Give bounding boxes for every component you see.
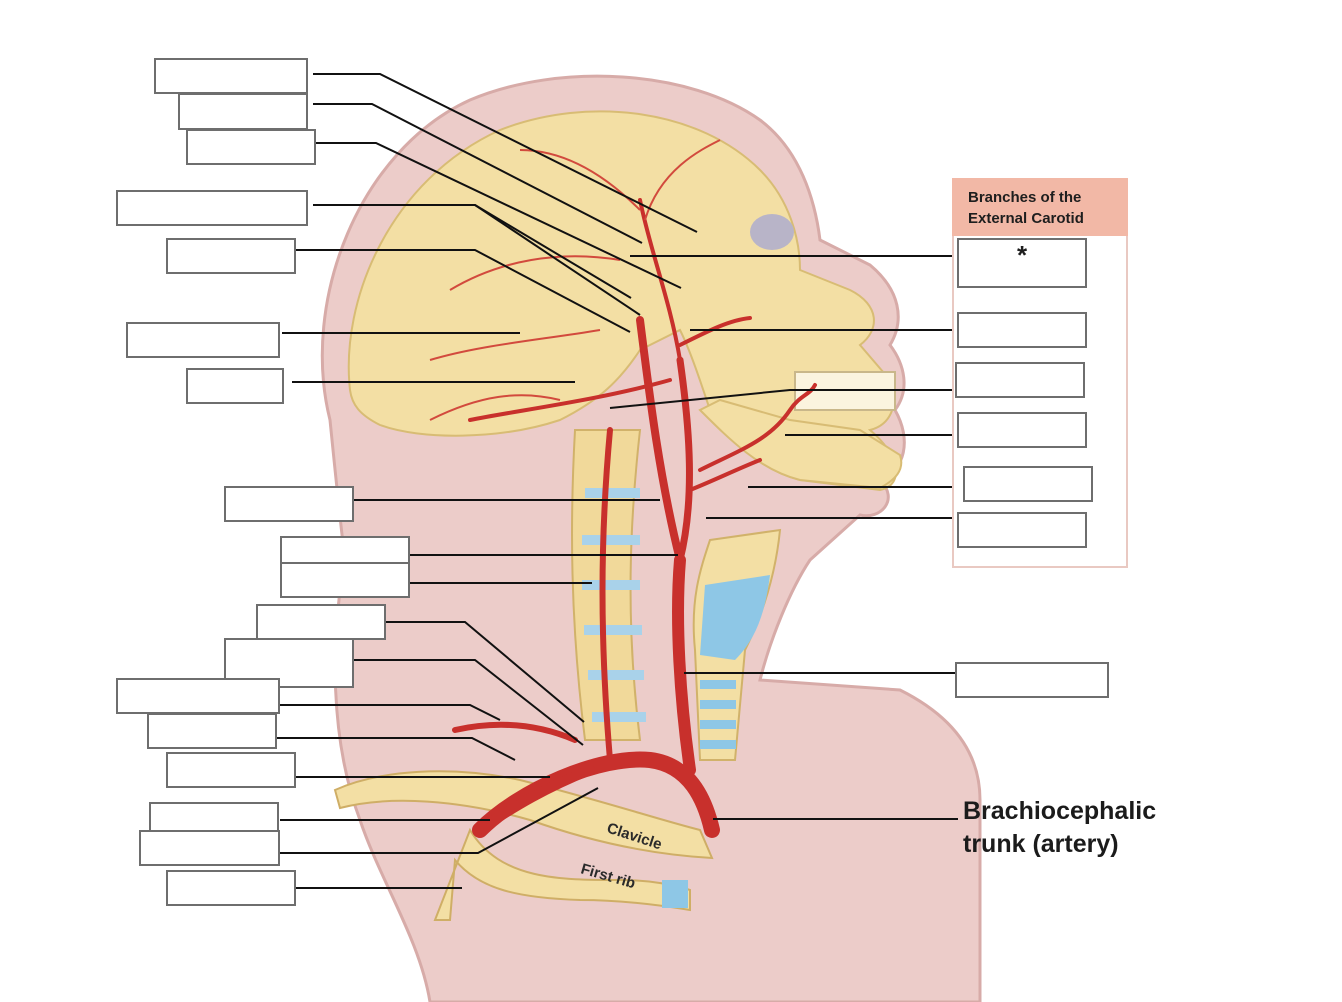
occipital-artery: [468, 378, 672, 422]
eye-orbit: [750, 214, 794, 250]
label-box-5[interactable]: [166, 238, 296, 274]
external-carotid-artery: [676, 356, 693, 564]
ext-carotid-box-6[interactable]: [957, 512, 1087, 548]
internal-carotid-artery: [636, 316, 684, 564]
label-box-4[interactable]: [116, 190, 308, 226]
vertebral-artery: [599, 427, 613, 763]
maxillary-artery: [678, 316, 752, 347]
clavicle-bone: [333, 770, 714, 860]
label-box-right-neck[interactable]: [955, 662, 1109, 698]
tracheal-rings: [700, 680, 736, 749]
thyrocervical-branches: [452, 721, 578, 743]
label-box-17[interactable]: [139, 830, 280, 866]
label-box-3[interactable]: [186, 129, 316, 165]
skull: [347, 110, 897, 492]
ext-carotid-box-3[interactable]: [955, 362, 1085, 398]
external-carotid-panel-title: Branches of the External Carotid: [952, 178, 1128, 236]
label-box-7[interactable]: [186, 368, 284, 404]
label-box-15[interactable]: [166, 752, 296, 788]
intervertebral-discs: [582, 488, 646, 722]
facial-artery: [698, 383, 817, 472]
first-rib-bone: [433, 827, 691, 921]
label-box-2[interactable]: [178, 93, 308, 130]
asterisk-marker: *: [1016, 240, 1028, 270]
rib-cartilage: [662, 880, 688, 908]
ext-carotid-box-5[interactable]: [963, 466, 1093, 502]
subclavian-artery: [473, 765, 595, 835]
label-box-14[interactable]: [147, 713, 277, 749]
label-box-11[interactable]: [256, 604, 386, 640]
ext-carotid-box-1[interactable]: [957, 238, 1087, 288]
label-box-6[interactable]: [126, 322, 280, 358]
common-carotid-artery: [672, 554, 696, 776]
label-box-10[interactable]: [280, 562, 410, 598]
lingual-artery: [688, 458, 762, 492]
brachiocephalic-trunk-label: Brachiocephalic trunk (artery): [963, 797, 1157, 858]
label-box-8[interactable]: [224, 486, 354, 522]
label-box-13[interactable]: [116, 678, 280, 714]
superficial-temporal-artery: [638, 198, 682, 362]
mandible: [698, 398, 903, 490]
label-box-1[interactable]: [154, 58, 308, 94]
arteries: [452, 198, 817, 838]
label-box-18[interactable]: [166, 870, 296, 906]
leader-lines: [277, 73, 963, 889]
ext-carotid-box-4[interactable]: [957, 412, 1087, 448]
thyroid-cartilage: [700, 575, 770, 660]
ext-carotid-box-2[interactable]: [957, 312, 1087, 348]
